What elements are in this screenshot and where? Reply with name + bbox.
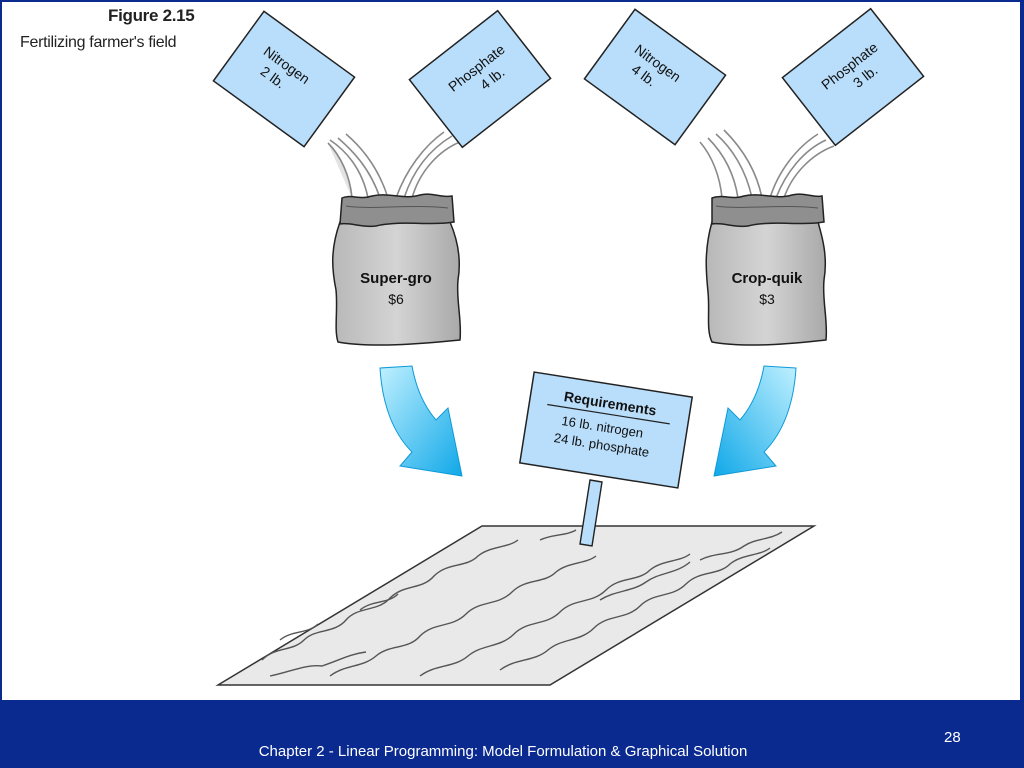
bag-price: $3 [759,291,775,307]
sign-post [579,479,603,547]
bag-name: Crop-quik [732,270,803,287]
slide-footer [0,702,1024,768]
page-number: 28 [944,729,961,746]
pour-stream-phosphate-1 [395,131,461,199]
pour-stream-phosphate-2 [769,133,835,199]
phosphate-box-crop-quik: Phosphate 3 lb. [781,7,925,147]
arrow-left-icon [379,365,463,477]
requirements-sign: Requirements 16 lb. nitrogen 24 lb. phos… [518,371,694,547]
figure-caption: Fertilizing farmer's field [20,34,177,51]
farm-field [215,525,817,686]
pour-stream-nitrogen-1 [327,133,389,199]
bag-super-gro: Super-gro $6 [331,193,462,346]
bag-crop-quik: Crop-quik $3 [705,193,828,346]
arrow-right-icon [713,365,797,477]
bag-price: $6 [388,291,404,307]
footer-title: Chapter 2 - Linear Programming: Model Fo… [258,743,748,760]
nitrogen-box-crop-quik: Nitrogen 4 lb. [583,8,727,146]
bag-name: Super-gro [360,270,432,287]
phosphate-box-super-gro: Phosphate 4 lb. [408,9,552,149]
fertilizer-diagram: Nitrogen 2 lb. Phosphate 4 lb. Super-gro… [212,7,925,686]
nitrogen-box-super-gro: Nitrogen 2 lb. [212,10,356,148]
product-crop-quik: Nitrogen 4 lb. Phosphate 3 lb. Crop-quik… [583,7,925,346]
product-super-gro: Nitrogen 2 lb. Phosphate 4 lb. Super-gro… [212,9,552,346]
pour-stream-nitrogen-2 [699,129,763,199]
figure-number: Figure 2.15 [108,6,195,25]
